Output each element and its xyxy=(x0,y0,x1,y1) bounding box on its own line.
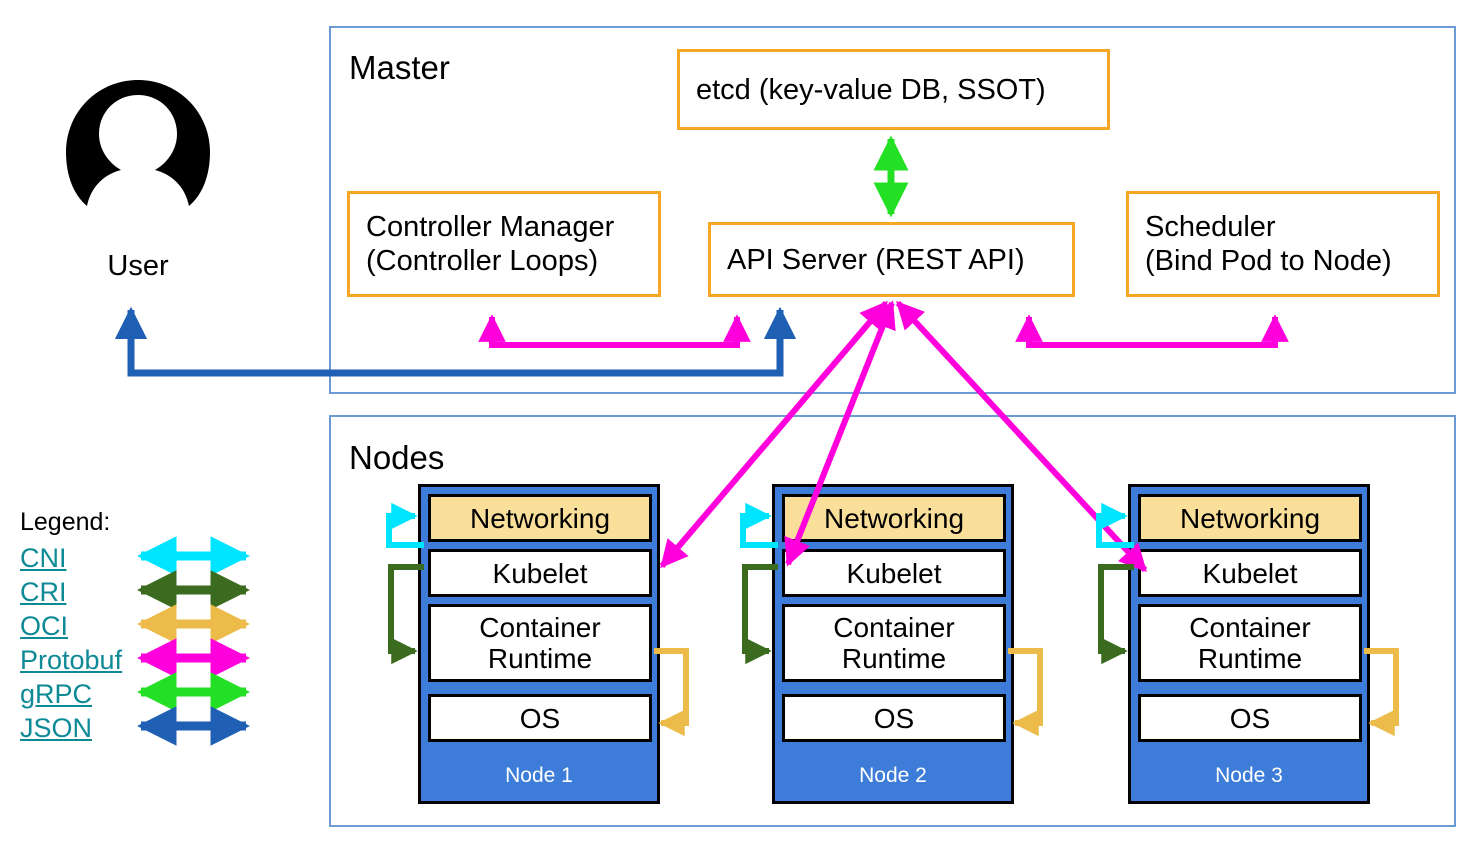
node-layer-label: Kubelet xyxy=(492,557,588,589)
legend-item-cri[interactable]: CRI xyxy=(20,577,67,607)
user-avatar-icon xyxy=(63,78,213,223)
node-layer-label: OS xyxy=(873,702,915,734)
legend-item-oci[interactable]: OCI xyxy=(20,611,69,641)
node-layer-container-runtime[interactable]: Container Runtime xyxy=(1138,604,1362,682)
node-layer-label: Networking xyxy=(823,502,965,534)
node-layer-os[interactable]: OS xyxy=(782,694,1006,742)
node-box[interactable]: Networking Kubelet Container Runtime OS … xyxy=(418,484,660,804)
node-layer-networking[interactable]: Networking xyxy=(428,494,652,542)
node-layer-label: Networking xyxy=(469,502,611,534)
node-layer-os[interactable]: OS xyxy=(428,694,652,742)
node-layer-label: Container Runtime xyxy=(1189,612,1311,674)
node-layer-kubelet[interactable]: Kubelet xyxy=(428,549,652,597)
controller-manager-label: Controller Manager (Controller Loops) xyxy=(366,211,615,277)
node-box[interactable]: Networking Kubelet Container Runtime OS … xyxy=(772,484,1014,804)
node-layer-networking[interactable]: Networking xyxy=(1138,494,1362,542)
node-layer-os[interactable]: OS xyxy=(1138,694,1362,742)
scheduler-box[interactable]: Scheduler (Bind Pod to Node) xyxy=(1126,191,1440,297)
node-layer-container-runtime[interactable]: Container Runtime xyxy=(428,604,652,682)
master-group-title: Master xyxy=(349,49,450,86)
api-server-box[interactable]: API Server (REST API) xyxy=(708,222,1075,297)
controller-manager-box[interactable]: Controller Manager (Controller Loops) xyxy=(347,191,661,297)
scheduler-label: Scheduler (Bind Pod to Node) xyxy=(1145,211,1392,277)
legend-item-grpc[interactable]: gRPC xyxy=(20,679,93,709)
etcd-label: etcd (key-value DB, SSOT) xyxy=(696,73,1046,106)
node-layer-kubelet[interactable]: Kubelet xyxy=(1138,549,1362,597)
node-layer-label: Container Runtime xyxy=(833,612,955,674)
etcd-box[interactable]: etcd (key-value DB, SSOT) xyxy=(677,49,1110,130)
node-layer-label: Kubelet xyxy=(1202,557,1298,589)
legend-title: Legend: xyxy=(20,508,111,536)
node-layer-kubelet[interactable]: Kubelet xyxy=(782,549,1006,597)
legend-item-protobuf[interactable]: Protobuf xyxy=(20,645,123,675)
legend-item-json[interactable]: JSON xyxy=(20,713,93,743)
api-server-label: API Server (REST API) xyxy=(727,243,1025,276)
node-name-label: Node 3 xyxy=(1215,764,1283,787)
node-box[interactable]: Networking Kubelet Container Runtime OS … xyxy=(1128,484,1370,804)
node-layer-label: OS xyxy=(1229,702,1271,734)
node-layer-label: Container Runtime xyxy=(479,612,601,674)
node-layer-label: Networking xyxy=(1179,502,1321,534)
node-name-label: Node 1 xyxy=(505,764,573,787)
node-layer-networking[interactable]: Networking xyxy=(782,494,1006,542)
legend-item-cni[interactable]: CNI xyxy=(20,543,67,573)
node-layer-container-runtime[interactable]: Container Runtime xyxy=(782,604,1006,682)
node-layer-label: OS xyxy=(519,702,561,734)
node-name-label: Node 2 xyxy=(859,764,927,787)
node-layer-label: Kubelet xyxy=(846,557,942,589)
nodes-group-title: Nodes xyxy=(349,439,445,476)
user-label: User xyxy=(107,250,169,282)
